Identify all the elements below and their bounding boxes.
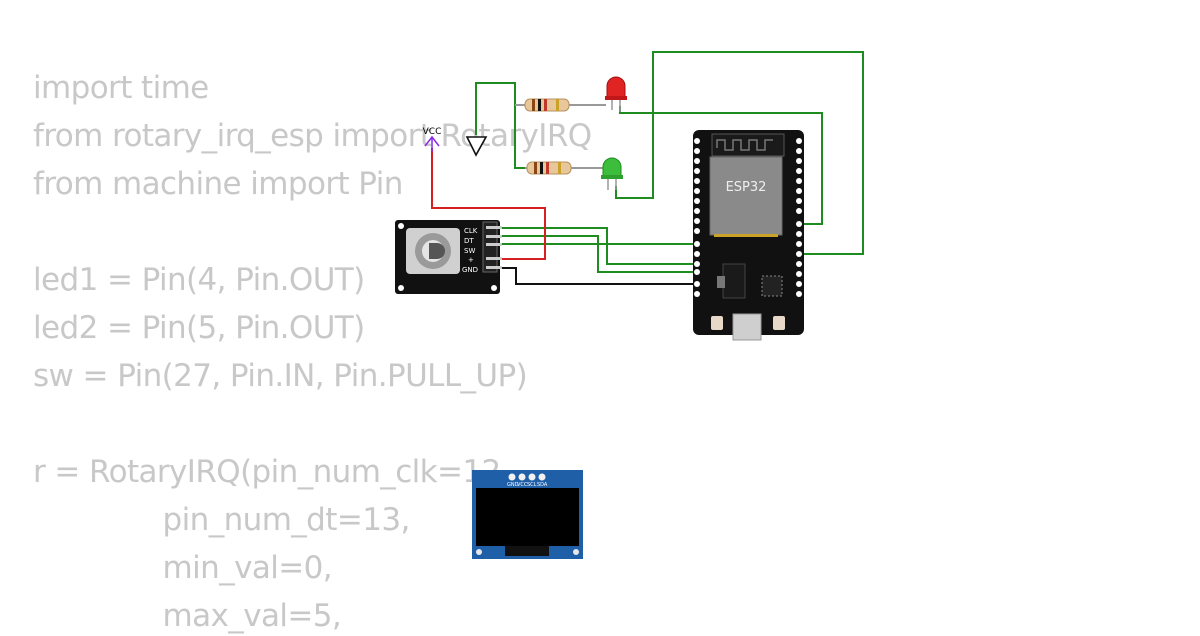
resistor-1[interactable] bbox=[515, 98, 606, 112]
code-line: sw = Pin(27, Pin.IN, Pin.PULL_UP) bbox=[33, 358, 528, 394]
wire-ground[interactable] bbox=[475, 82, 516, 135]
esp32-left-pins bbox=[694, 138, 700, 297]
oled-pin-label: SCL bbox=[527, 482, 537, 488]
wire-encoder-vcc[interactable] bbox=[431, 148, 546, 260]
encoder-pin-label: GND bbox=[462, 266, 478, 274]
wire-green-led[interactable] bbox=[615, 51, 864, 255]
code-line: led2 = Pin(5, Pin.OUT) bbox=[33, 310, 365, 346]
code-line: led1 = Pin(4, Pin.OUT) bbox=[33, 262, 365, 298]
encoder-pin-labels: CLK DT SW + GND bbox=[462, 227, 478, 274]
encoder-pin-label: SW bbox=[464, 247, 475, 255]
oled-pin-label: GND bbox=[507, 482, 519, 488]
wires bbox=[431, 51, 864, 285]
wire-encoder-gnd[interactable] bbox=[501, 267, 697, 285]
oled-pin-label: SDA bbox=[537, 482, 548, 488]
oled-screen bbox=[476, 488, 579, 546]
vcc-label: VCC bbox=[423, 127, 442, 137]
oled-display[interactable]: GND VCC SCL SDA bbox=[472, 470, 583, 559]
vcc-symbol: VCC bbox=[423, 127, 442, 152]
led-red[interactable] bbox=[605, 76, 627, 112]
esp32-right-pins bbox=[796, 138, 802, 297]
code-line: r = RotaryIRQ(pin_num_clk=12, bbox=[33, 454, 510, 490]
esp32-board[interactable]: ESP32 bbox=[693, 130, 804, 341]
code-line: from rotary_irq_esp import RotaryIRQ bbox=[33, 118, 592, 154]
code-line: max_val=5, bbox=[33, 598, 342, 634]
oled-pin-labels: GND VCC SCL SDA bbox=[507, 482, 548, 488]
ground-icon bbox=[465, 136, 488, 157]
oled-pin-label: VCC bbox=[517, 482, 528, 488]
code-line: pin_num_dt=13, bbox=[33, 502, 411, 538]
encoder-pin-label: + bbox=[468, 256, 474, 264]
code-line: from machine import Pin bbox=[33, 166, 403, 202]
vcc-arrow-icon bbox=[424, 135, 440, 152]
code-line: import time bbox=[33, 70, 209, 106]
resistor-2[interactable] bbox=[525, 161, 604, 175]
code-line: min_val=0, bbox=[33, 550, 333, 586]
led-green[interactable] bbox=[601, 157, 623, 190]
esp32-label: ESP32 bbox=[726, 180, 767, 195]
encoder-pin-label: CLK bbox=[464, 227, 478, 235]
wire-resistor2-left[interactable] bbox=[514, 105, 525, 169]
encoder-pin-label: DT bbox=[464, 237, 474, 245]
ground-symbol bbox=[465, 136, 488, 157]
wire-encoder-dt[interactable] bbox=[501, 235, 697, 273]
rotary-encoder[interactable]: CLK DT SW + GND bbox=[395, 220, 502, 294]
wire-encoder-clk[interactable] bbox=[501, 227, 697, 265]
